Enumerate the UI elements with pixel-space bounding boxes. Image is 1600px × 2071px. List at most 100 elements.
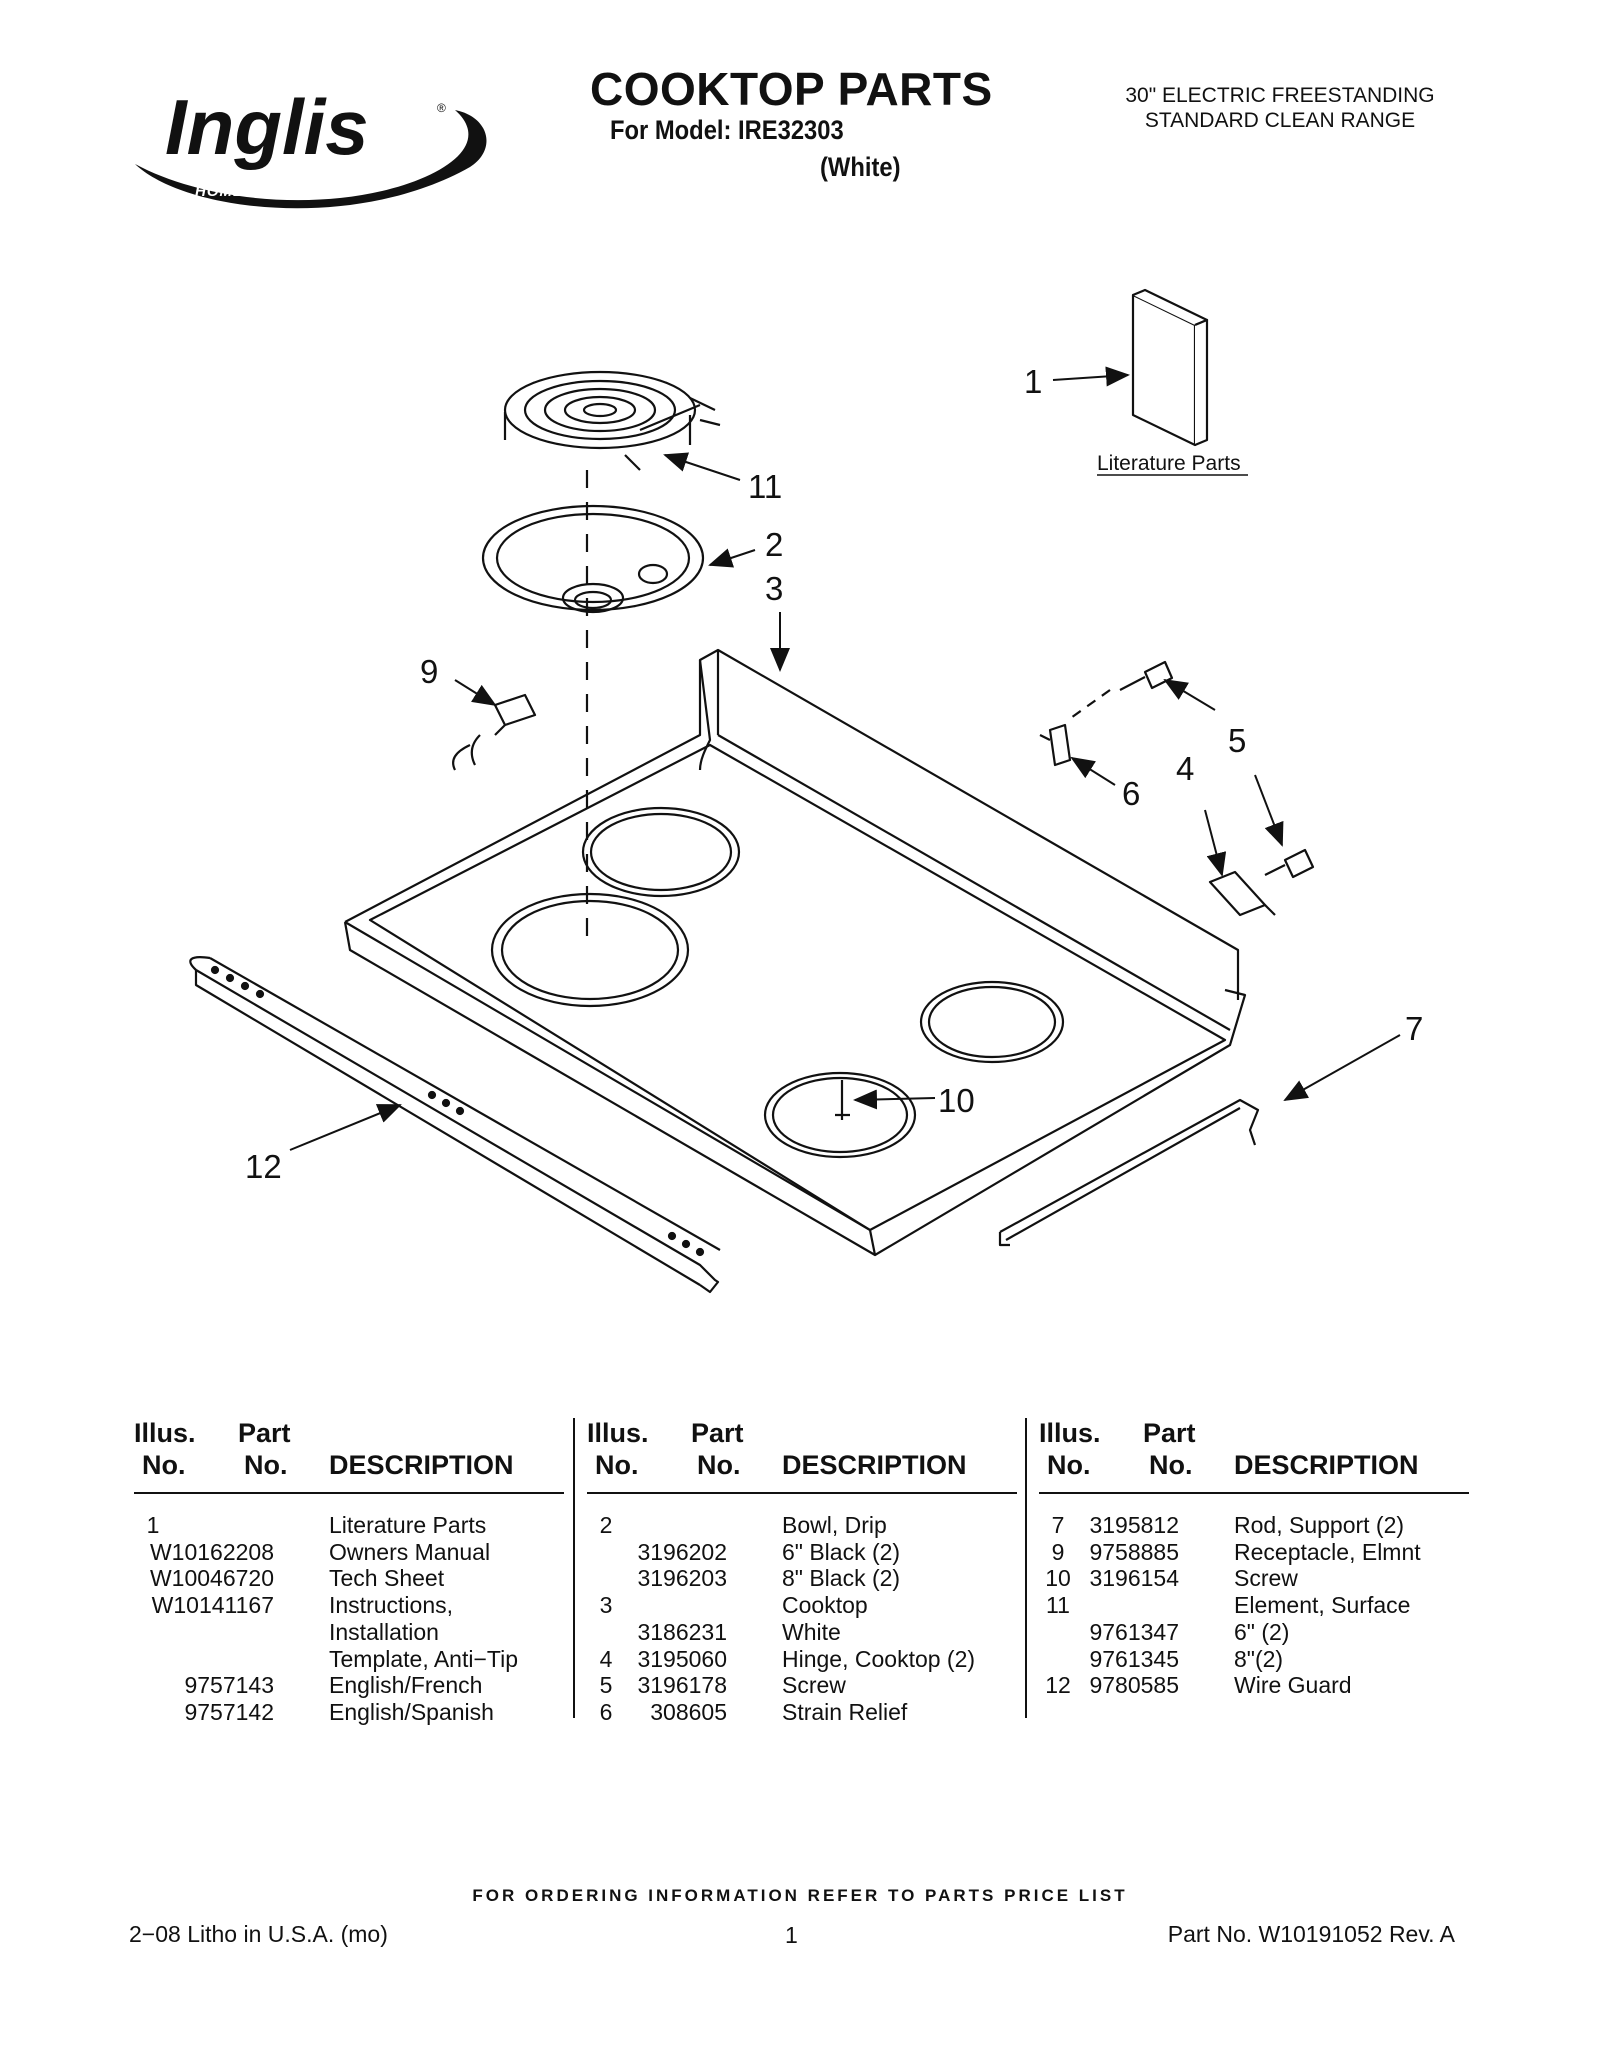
table-row: 10 3196154 Screw (1039, 1565, 1484, 1592)
part-number: 3196154 (1089, 1565, 1179, 1592)
table-row: 9757142 English/Spanish (134, 1699, 579, 1726)
wire-guard (189, 956, 721, 1294)
header-rule (134, 1492, 564, 1494)
part-header-top: Part (691, 1418, 744, 1448)
part-number: 308605 (650, 1698, 727, 1725)
part-description: English/Spanish (329, 1698, 494, 1725)
support-rod (998, 1098, 1260, 1247)
table-row: Installation (134, 1619, 579, 1646)
model-line: For Model: IRE32303 (610, 115, 844, 145)
part-description: Rod, Support (2) (1234, 1512, 1405, 1538)
part-header-bottom: No. (244, 1450, 288, 1480)
part-number: W10141167 (151, 1592, 274, 1619)
range-type-line1: 30" ELECTRIC FREESTANDING (1125, 84, 1435, 107)
callout-2: 2 (765, 526, 783, 563)
column-divider (573, 1418, 575, 1718)
part-number: 3195060 (637, 1645, 727, 1672)
illus-number: 12 (1045, 1672, 1071, 1699)
part-number: 9761347 (1089, 1618, 1179, 1645)
illus-number: 11 (1046, 1592, 1070, 1619)
callout-1: 1 (1024, 363, 1042, 400)
part-description: Owners Manual (329, 1538, 491, 1565)
table-row: 12 9780585 Wire Guard (1039, 1672, 1484, 1699)
document-part-number: Part No. W10191052 Rev. A (1167, 1921, 1455, 1947)
part-number: 3196203 (637, 1565, 727, 1592)
logo-brand-text: Inglis (165, 83, 369, 171)
inglis-logo: Inglis HOME APPLIANCES ® (135, 83, 487, 209)
part-number: 9757142 (184, 1698, 274, 1725)
litho-note: 2−08 Litho in U.S.A. (mo) (129, 1921, 388, 1947)
table-row: W10162208 Owners Manual (134, 1539, 579, 1566)
illus-number: 2 (599, 1512, 613, 1538)
part-description: 6" Black (2) (782, 1538, 901, 1565)
part-description: 8"(2) (1234, 1645, 1284, 1672)
part-header-top: Part (1143, 1418, 1196, 1448)
part-description: White (782, 1618, 841, 1645)
part-number: 9780585 (1089, 1672, 1179, 1699)
part-number: 9757143 (184, 1672, 274, 1699)
part-description: Screw (1234, 1565, 1298, 1592)
literature-booklet (1131, 288, 1209, 447)
table-row: 9761345 8"(2) (1039, 1646, 1484, 1673)
illus-header-top: Illus. (587, 1418, 649, 1448)
column-divider (1025, 1418, 1027, 1718)
part-description: Bowl, Drip (782, 1512, 887, 1538)
part-description: Strain Relief (782, 1698, 908, 1725)
part-description: Wire Guard (1234, 1672, 1352, 1699)
callout-4: 4 (1176, 750, 1194, 787)
table-row: W10046720 Tech Sheet (134, 1565, 579, 1592)
illus-header-top: Illus. (1039, 1418, 1101, 1448)
illus-number: 10 (1045, 1565, 1071, 1592)
description-header: DESCRIPTION (1234, 1450, 1419, 1480)
part-description: Literature Parts (329, 1512, 487, 1538)
drip-bowl (481, 504, 705, 614)
hinge (1208, 870, 1276, 917)
callout-9: 9 (420, 653, 438, 690)
part-description: Template, Anti−Tip (329, 1645, 518, 1672)
exploded-parts-diagram: 1 11 2 3 9 5 6 4 7 10 12 Literature Part… (189, 288, 1423, 1294)
table-row: 2 Bowl, Drip (587, 1512, 1032, 1539)
description-header: DESCRIPTION (782, 1450, 967, 1480)
illus-header-bottom: No. (1047, 1450, 1091, 1480)
illus-number: 7 (1051, 1512, 1065, 1538)
range-type-line2: STANDARD CLEAN RANGE (1144, 109, 1416, 132)
description-header: DESCRIPTION (329, 1450, 514, 1480)
page-title: COOKTOP PARTS (590, 63, 993, 115)
part-number: 9758885 (1089, 1538, 1179, 1565)
screw-lower (1264, 848, 1315, 879)
part-number: 9761345 (1089, 1645, 1179, 1672)
part-number: W10162208 (149, 1538, 274, 1565)
callout-10: 10 (938, 1082, 975, 1119)
illus-number: 4 (599, 1645, 613, 1672)
part-number: W10046720 (149, 1565, 274, 1592)
page-number: 1 (785, 1922, 798, 1948)
part-description: Installation (329, 1618, 439, 1645)
part-number: 3196202 (637, 1538, 727, 1565)
logo-tagline: HOME APPLIANCES (195, 183, 355, 200)
part-header-top: Part (238, 1418, 291, 1448)
part-number: 3195812 (1089, 1512, 1179, 1538)
table-row: Template, Anti−Tip (134, 1646, 579, 1673)
part-description: Tech Sheet (329, 1565, 445, 1592)
literature-parts-label: Literature Parts (1097, 452, 1241, 475)
part-description: Cooktop (782, 1592, 868, 1619)
part-description: Receptacle, Elmnt (1234, 1538, 1421, 1565)
cooktop (343, 648, 1247, 1257)
part-header-bottom: No. (697, 1450, 741, 1480)
leader-arrows (289, 366, 1401, 1151)
callout-7: 7 (1405, 1010, 1423, 1047)
part-description: Instructions, (329, 1592, 453, 1619)
illus-number: 9 (1051, 1538, 1065, 1565)
